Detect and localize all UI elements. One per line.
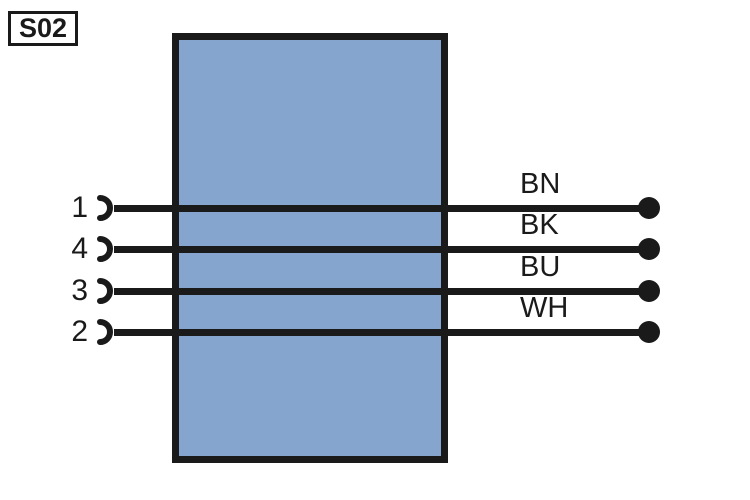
socket-symbol-icon: [97, 236, 116, 262]
wire-label-BK: BK: [520, 209, 559, 241]
pin-number-3: 3: [71, 274, 88, 307]
wire-BU: [114, 288, 646, 295]
pin-number-4: 4: [71, 232, 88, 265]
terminal-dot-icon: [638, 321, 660, 343]
wire-label-BU: BU: [520, 251, 561, 283]
wire-BN: [114, 205, 646, 212]
wire-label-BN: BN: [520, 168, 561, 200]
designation-box: S02: [8, 11, 78, 46]
designation-label: S02: [18, 13, 68, 43]
terminal-dot-icon: [638, 197, 660, 219]
terminal-dot-icon: [638, 238, 660, 260]
wire-WH: [114, 329, 646, 336]
socket-symbol-icon: [97, 319, 116, 345]
wire-label-WH: WH: [520, 292, 569, 324]
terminal-dot-icon: [638, 280, 660, 302]
wire-BK: [114, 246, 646, 253]
pin-number-2: 2: [71, 315, 88, 348]
pin-number-1: 1: [71, 191, 88, 224]
socket-symbol-icon: [97, 195, 116, 221]
socket-symbol-icon: [97, 278, 116, 304]
